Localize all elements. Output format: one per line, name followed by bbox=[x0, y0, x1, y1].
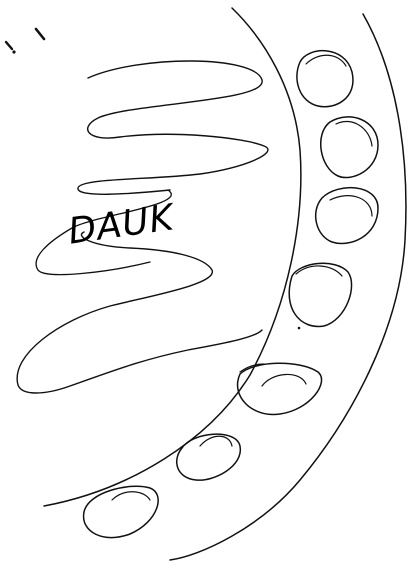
stray-dot bbox=[298, 327, 301, 330]
band-hole bbox=[177, 434, 241, 480]
band-hole bbox=[289, 263, 351, 326]
corner-mark-stroke bbox=[6, 42, 12, 49]
corner-marks bbox=[6, 29, 44, 54]
band-hole bbox=[316, 188, 378, 244]
corner-mark-dot bbox=[12, 50, 15, 53]
band-hole bbox=[321, 117, 378, 178]
band-hole bbox=[238, 363, 322, 414]
corner-mark-tick bbox=[36, 29, 44, 39]
handwritten-word: DAUK bbox=[66, 197, 178, 253]
band-holes bbox=[84, 51, 378, 538]
band-hole bbox=[84, 486, 159, 537]
band-hole bbox=[297, 51, 353, 107]
